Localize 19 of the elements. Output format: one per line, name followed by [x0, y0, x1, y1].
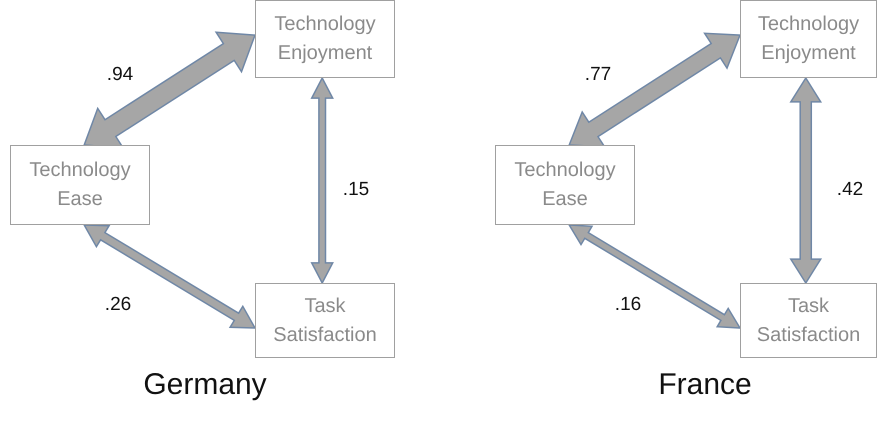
double-arrow	[789, 76, 822, 284]
variable-name: Technology Enjoyment	[756, 12, 860, 66]
panel-title: France	[658, 368, 752, 402]
variable-box	[495, 145, 635, 225]
variable-box	[255, 283, 395, 358]
variable-name: Technology Ease	[513, 158, 617, 212]
double-arrow	[82, 224, 256, 329]
double-arrow	[568, 224, 742, 329]
variable-box	[10, 145, 150, 225]
variable-box	[740, 283, 877, 358]
double-arrow	[568, 32, 742, 148]
variable-name: Technology Enjoyment	[273, 12, 377, 66]
variable-name: Task Satisfaction	[272, 294, 378, 348]
variable-name: Task Satisfaction	[756, 294, 862, 348]
variable-name: Technology Ease	[28, 158, 132, 212]
variable-box	[255, 0, 395, 78]
panel-title: Germany	[143, 368, 267, 402]
double-arrow	[310, 76, 334, 285]
variable-box	[740, 0, 877, 78]
